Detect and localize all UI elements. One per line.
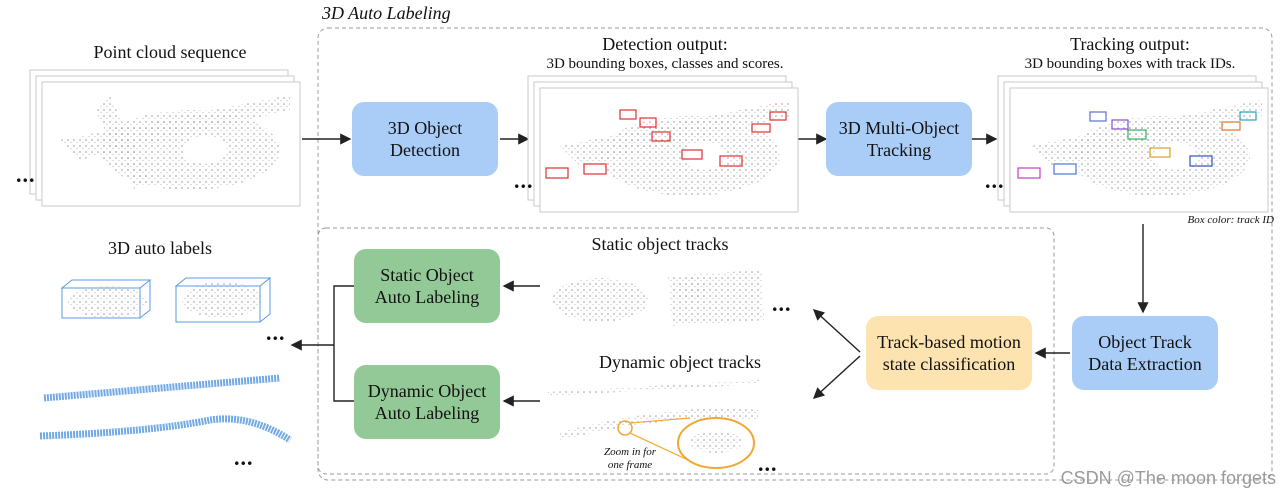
multi-object-tracking-line2: Tracking <box>866 140 932 160</box>
multi-object-tracking-line1: 3D Multi-Object <box>838 117 960 138</box>
object-detection-line1: 3D Object <box>387 117 463 138</box>
auto-label-trajectory-2 <box>39 415 292 443</box>
tracking-output-title: Tracking output: <box>1070 34 1190 54</box>
auto-labeling-title: 3D Auto Labeling <box>322 3 451 23</box>
box-color-note: Box color: track ID <box>1187 214 1274 226</box>
dynamic-auto-labeling-box: Dynamic Object Auto Labeling <box>354 365 500 439</box>
object-tracks-region <box>317 227 1055 475</box>
auto-labels-ellipsis-2: ... <box>234 445 254 470</box>
static-track-samples <box>552 270 764 326</box>
tracking-output-frames <box>997 75 1269 213</box>
arrow-motion-to-static <box>812 309 861 353</box>
object-detection-box: 3D Object Detection <box>352 102 498 176</box>
static-auto-labeling-line2: Auto Labeling <box>374 287 480 307</box>
motion-classification-line2: state classification <box>882 354 1016 374</box>
static-tracks-ellipsis: ... <box>772 291 792 316</box>
static-auto-labeling-line1: Static Object <box>380 264 474 285</box>
track-data-extraction-line2: Data Extraction <box>1088 354 1202 374</box>
dynamic-tracks-ellipsis: ... <box>758 451 778 476</box>
zoom-note: Zoom in for one frame <box>590 446 670 471</box>
point-cloud-frames <box>29 69 301 207</box>
track-data-extraction-line1: Object Track <box>1098 331 1192 352</box>
detection-output-subtitle: 3D bounding boxes, classes and scores. <box>546 56 784 72</box>
point-cloud-ellipsis: ... <box>16 162 36 187</box>
motion-classification-line1: Track-based motion <box>877 331 1021 352</box>
object-detection-line2: Detection <box>390 140 460 160</box>
detection-output-frames <box>527 75 799 213</box>
multi-object-tracking-box: 3D Multi-Object Tracking <box>826 102 972 176</box>
merge-bracket <box>333 285 354 402</box>
track-data-extraction-box: Object Track Data Extraction <box>1072 316 1218 390</box>
tracking-output-subtitle: 3D bounding boxes with track IDs. <box>1024 56 1236 72</box>
watermark: CSDN @The moon forgets <box>1060 468 1276 488</box>
static-tracks-title: Static object tracks <box>591 234 729 254</box>
tracking-output-ellipsis: ... <box>985 168 1005 193</box>
auto-label-trajectory-1 <box>43 374 281 402</box>
auto-label-samples <box>60 277 272 323</box>
auto-labels-ellipsis-1: ... <box>266 320 286 345</box>
detection-output-title: Detection output: <box>602 34 728 54</box>
detection-output-ellipsis: ... <box>514 168 534 193</box>
zoom-note-line1: Zoom in for <box>604 446 656 458</box>
auto-labels-title: 3D auto labels <box>108 238 212 258</box>
zoom-note-line2: one frame <box>607 458 653 471</box>
dynamic-auto-labeling-line1: Dynamic Object <box>367 380 487 401</box>
dynamic-auto-labeling-line2: Auto Labeling <box>374 403 480 423</box>
dynamic-tracks-title: Dynamic object tracks <box>599 352 761 372</box>
static-auto-labeling-box: Static Object Auto Labeling <box>354 249 500 323</box>
motion-classification-box: Track-based motion state classification <box>866 316 1032 390</box>
arrow-motion-to-dynamic <box>812 355 861 399</box>
zoom-ring <box>617 417 755 469</box>
dynamic-track-samples <box>548 380 760 440</box>
point-cloud-label: Point cloud sequence <box>93 42 247 62</box>
